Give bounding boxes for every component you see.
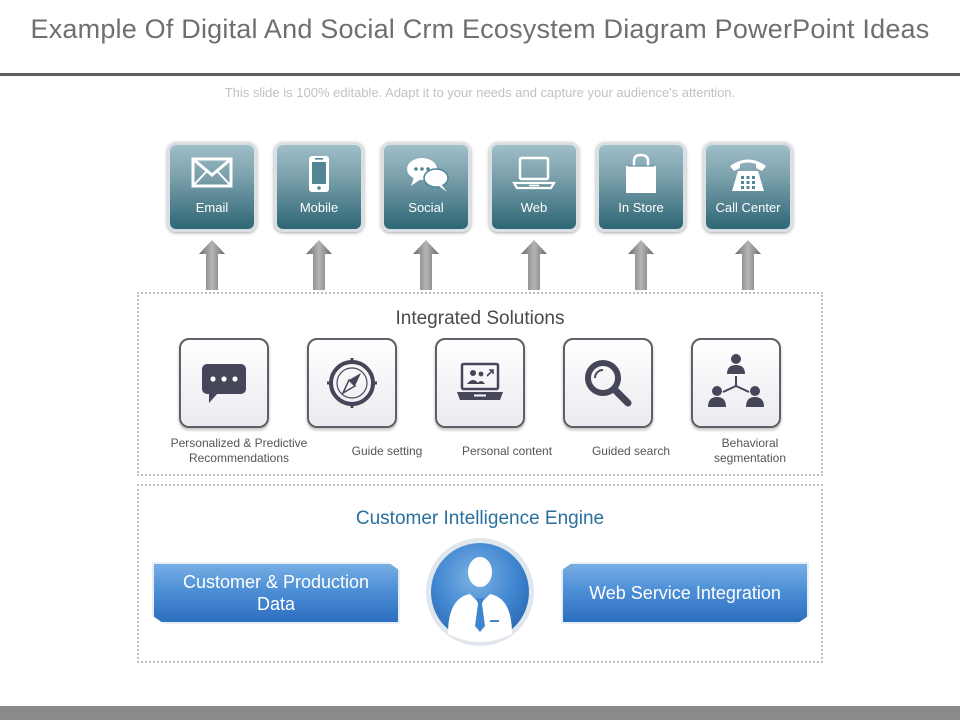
channel-tile-call-center[interactable]: Call Center bbox=[703, 142, 793, 232]
businessman-icon bbox=[426, 538, 534, 646]
web-service-integration-block[interactable]: Web Service Integration bbox=[561, 562, 809, 624]
up-arrow-icon bbox=[199, 240, 225, 290]
magnifier-icon bbox=[585, 360, 632, 407]
laptop-icon bbox=[512, 156, 556, 190]
solution-label: Personalized & Predictive Recommendation… bbox=[170, 436, 308, 465]
channel-label: Mobile bbox=[299, 200, 339, 215]
laptop-users-icon bbox=[457, 362, 503, 400]
slide-subtitle: This slide is 100% editable. Adapt it to… bbox=[224, 85, 736, 100]
chat-bubbles-icon bbox=[407, 158, 449, 192]
channel-label: Social bbox=[408, 200, 444, 215]
up-arrow-icon bbox=[628, 240, 654, 290]
speech-bubble-icon bbox=[202, 364, 246, 403]
customer-production-data-label: Customer & Production Data bbox=[182, 572, 370, 614]
web-service-integration-label: Web Service Integration bbox=[589, 583, 781, 603]
channel-tile-mobile[interactable]: Mobile bbox=[274, 142, 364, 232]
up-arrow-icon bbox=[306, 240, 332, 290]
solution-tile-behavioral-segmentation[interactable] bbox=[691, 338, 781, 428]
envelope-icon bbox=[191, 157, 233, 188]
solution-tile-guide-setting[interactable] bbox=[307, 338, 397, 428]
title-divider bbox=[0, 73, 960, 76]
integrated-solutions-box: Integrated Solutions bbox=[137, 292, 823, 476]
solution-tile-personal-content[interactable] bbox=[435, 338, 525, 428]
footer-bar bbox=[0, 706, 960, 720]
channel-label: Email bbox=[195, 200, 229, 215]
solution-tile-guided-search[interactable] bbox=[563, 338, 653, 428]
channel-tile-in-store[interactable]: In Store bbox=[596, 142, 686, 232]
solution-label: Personal content bbox=[461, 444, 553, 458]
mobile-phone-icon bbox=[309, 156, 329, 192]
org-chart-icon bbox=[708, 354, 764, 407]
up-arrow-icon bbox=[735, 240, 761, 290]
channel-tile-web[interactable]: Web bbox=[489, 142, 579, 232]
solution-label: Behavioral segmentation bbox=[713, 436, 787, 465]
up-arrow-icon bbox=[413, 240, 439, 290]
up-arrow-icon bbox=[521, 240, 547, 290]
solution-label: Guide setting bbox=[351, 444, 423, 458]
channel-tile-email[interactable]: Email bbox=[167, 142, 257, 232]
engine-title: Customer Intelligence Engine bbox=[355, 508, 605, 529]
customer-production-data-block[interactable]: Customer & Production Data bbox=[152, 562, 400, 624]
channel-label: Web bbox=[520, 200, 548, 215]
telephone-icon bbox=[730, 159, 766, 191]
channel-label: Call Center bbox=[715, 200, 781, 215]
solution-label: Guided search bbox=[591, 444, 671, 458]
shopping-bag-icon bbox=[626, 153, 656, 193]
slide-title: Example Of Digital And Social Crm Ecosys… bbox=[30, 14, 930, 44]
customer-intelligence-engine-box: Customer Intelligence Engine bbox=[137, 484, 823, 663]
channel-tile-social[interactable]: Social bbox=[381, 142, 471, 232]
compass-icon bbox=[327, 358, 377, 408]
integrated-solutions-title: Integrated Solutions bbox=[395, 308, 565, 329]
solution-tile-recommendations[interactable] bbox=[179, 338, 269, 428]
channel-label: In Store bbox=[618, 200, 664, 215]
